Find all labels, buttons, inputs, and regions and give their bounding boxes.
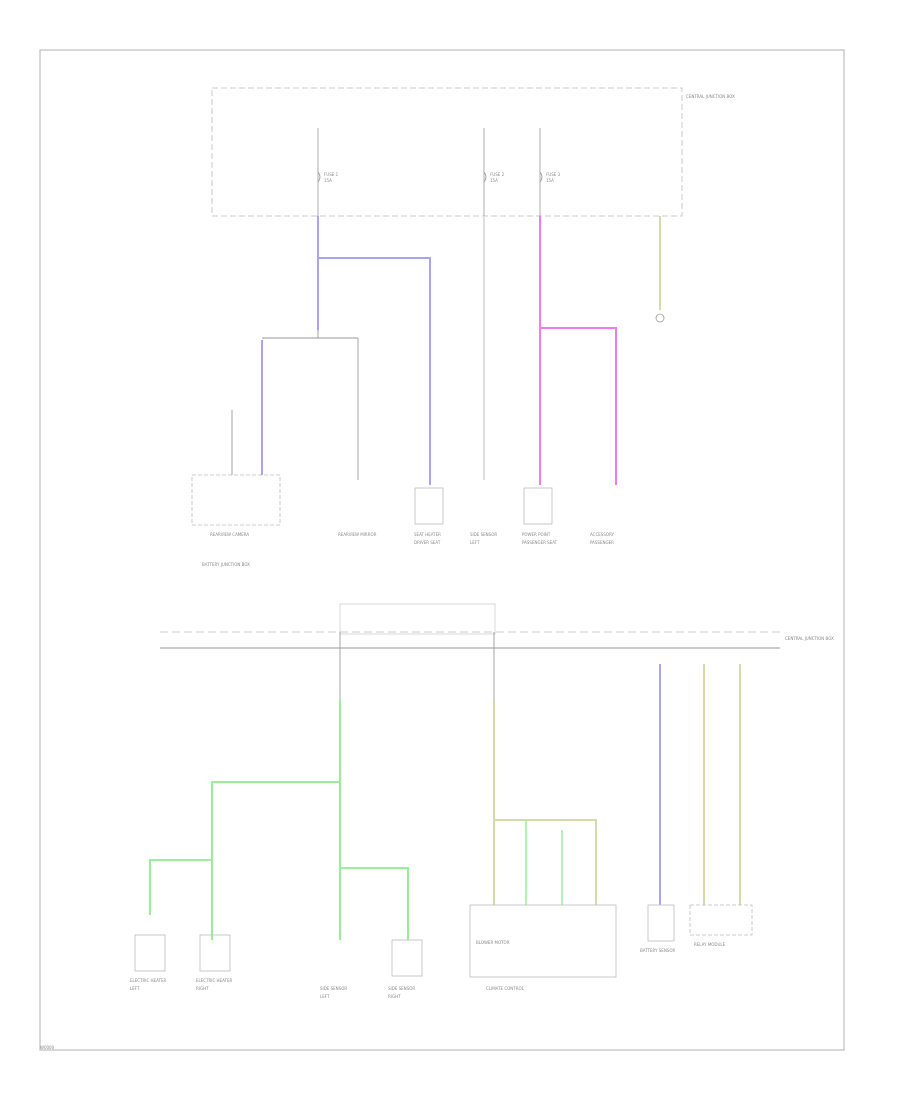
page-frame	[39, 49, 845, 1051]
bottom-load-1-sub: LEFT	[130, 986, 140, 991]
fuse-2-label: FUSE 2	[490, 172, 505, 177]
wire-bottom-bus	[160, 632, 780, 700]
fuse-symbols	[317, 171, 543, 183]
wire-pink	[539, 216, 617, 485]
wire-violet	[261, 216, 431, 485]
bottom-load-5: BLOWER MOTOR	[476, 940, 510, 945]
top-load-4-sub: LEFT	[470, 540, 480, 545]
top-load-2: REARVIEW MIRROR	[338, 532, 377, 537]
wire-yellow-bottom	[493, 664, 741, 905]
fuse-box-label: CENTRAL JUNCTION BOX	[686, 94, 735, 99]
top-load-6-sub: PASSENGER	[590, 540, 614, 545]
top-load-5: POWER POINT	[522, 532, 551, 537]
wire-black-bus	[231, 330, 359, 480]
top-load-1: REARVIEW CAMERA	[210, 532, 249, 537]
wire-green-bottom	[525, 820, 563, 905]
bottom-load-3: SIDE SENSOR	[320, 986, 347, 991]
fuse-3-label: FUSE 3	[546, 172, 561, 177]
bottom-load-3-sub: LEFT	[320, 994, 330, 999]
ground-symbol	[655, 313, 665, 323]
top-load-3: SEAT HEATER	[414, 532, 441, 537]
fuse-box-outline	[211, 87, 683, 217]
relay-box-outline	[339, 603, 496, 635]
page-code: W0000	[40, 1045, 55, 1050]
bottom-load-1: ELECTRIC HEATER	[130, 978, 166, 983]
bottom-load-4-sub: RIGHT	[388, 994, 401, 999]
top-components	[191, 474, 553, 526]
fuse-2-rating: 15A	[490, 178, 498, 183]
bottom-junction-label: CENTRAL JUNCTION BOX	[785, 636, 834, 641]
bottom-load-5-sub: CLIMATE CONTROL	[486, 986, 525, 991]
fuse-1-rating: 15A	[324, 178, 332, 183]
wire-green	[149, 700, 409, 940]
bottom-load-4: SIDE SENSOR	[388, 986, 415, 991]
bottom-load-2-sub: RIGHT	[196, 986, 209, 991]
bottom-load-7: RELAY MODULE	[694, 942, 726, 947]
top-load-5-sub: PASSENGER SEAT	[522, 540, 558, 545]
bottom-components	[134, 904, 753, 978]
fuse-stubs	[317, 128, 541, 216]
bottom-load-2: ELECTRIC HEATER	[196, 978, 232, 983]
fuse-3-rating: 15A	[546, 178, 554, 183]
top-load-1-sub: BATTERY JUNCTION BOX	[202, 562, 250, 567]
fuse-1-label: FUSE 1	[324, 172, 339, 177]
bottom-load-6: BATTERY SENSOR	[640, 948, 675, 953]
top-load-3-sub: DRIVER SEAT	[414, 540, 441, 545]
top-load-4: SIDE SENSOR	[470, 532, 497, 537]
top-load-6: ACCESSORY	[590, 532, 615, 537]
